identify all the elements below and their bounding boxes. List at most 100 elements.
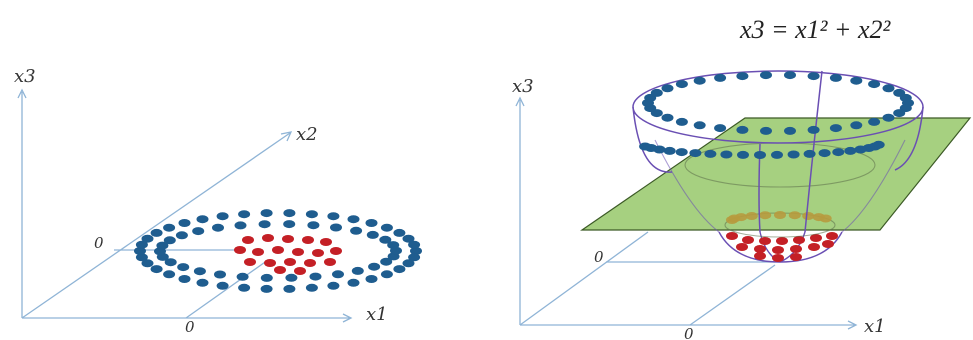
rim-point [850,121,863,130]
lifted-outer-point [854,145,867,154]
inner-point [244,258,256,266]
paraboloid-left-wall-upper [632,106,673,173]
rim-point [807,72,820,81]
rim-point [714,124,727,133]
right-x2-axis [519,231,649,326]
outer-point [141,234,154,243]
bottom-inner-point [793,236,805,244]
outer-point [216,281,229,290]
lifted-inner-point [819,214,832,223]
lifted-outer-point [663,146,676,155]
lifted-inner-point [759,211,772,220]
outer-point [216,212,229,221]
rim-point [882,113,895,122]
outer-point [234,221,247,230]
left-x1-label: x1 [366,304,388,325]
bottom-inner-point [754,245,766,253]
rim-point [693,76,706,85]
outer-point [366,230,379,239]
rim-point [760,71,772,80]
inner-point [292,248,304,256]
outer-point [135,253,148,262]
outer-point [238,210,251,219]
outer-point [260,273,273,282]
inner-point [282,235,294,243]
paraboloid-right-wall-lower [779,231,843,263]
left-guide-diagonal [185,259,269,319]
rim-point [760,126,772,135]
outer-point [135,240,148,249]
bottom-inner-point [826,232,838,240]
bottom-inner-point [759,237,771,245]
rim-point [807,125,820,134]
lifted-inner-point [745,212,758,220]
outer-point [327,281,340,290]
outer-point [214,270,226,279]
outer-point [178,219,191,227]
paraboloid-lifted-inner-points [726,211,832,224]
rim-point [661,113,674,122]
lifted-outer-point [639,142,652,151]
outer-point [307,221,320,230]
kernel-equation: x3 = x1² + x2² [739,15,892,44]
left-x2-axis [21,132,291,319]
outer-point [196,278,209,287]
left-x2-label: x2 [296,124,318,145]
lifted-outer-point [803,149,816,158]
outer-point [309,272,322,281]
rim-point [675,80,688,89]
outer-point [175,231,188,240]
inner-point [312,249,324,257]
left-x1-arrowhead [342,313,353,323]
inner-point [262,234,274,242]
bottom-inner-point [790,245,802,253]
outer-point [163,223,176,232]
right-x1-arrowhead [847,320,858,330]
rim-point [868,80,881,89]
outer-point [327,212,340,221]
lifted-outer-point [771,150,783,159]
inner-point [324,258,336,266]
left-inner-cluster-points [234,234,342,275]
inner-point [234,246,246,254]
outer-point [236,272,249,281]
lifted-outer-point [720,150,733,159]
inner-point [320,238,332,246]
outer-point [141,259,154,268]
rim-point [882,84,895,93]
inner-point [294,267,306,275]
rim-point [784,71,796,80]
lifted-inner-point [802,212,815,220]
right-x3-arrowhead [515,96,525,107]
outer-point [380,223,393,232]
outer-point [178,275,191,283]
inner-point [302,236,314,244]
outer-point [390,246,402,255]
outer-point [283,284,296,293]
outer-point [365,275,378,283]
right-panel: x3 = x1² + x2² x3 x1 0 0 [512,15,972,340]
outer-point [347,278,360,287]
outer-point [408,240,421,249]
right-guide-diagonal [689,264,776,326]
outer-point [285,273,298,282]
outer-point [164,258,177,267]
lifted-outer-point [787,150,800,159]
bottom-inner-point [754,252,766,260]
lifted-inner-point [788,211,801,220]
rim-point [661,84,674,93]
outer-point [305,283,318,292]
outer-point [150,265,163,274]
bottom-inner-point [772,254,784,262]
outer-point [196,215,209,224]
outer-point [350,226,363,235]
right-origin-label-a: 0 [594,248,604,266]
outer-point [379,235,392,244]
lifted-outer-point [832,148,845,157]
rim-point [829,124,842,133]
outer-point [365,219,378,227]
outer-point [163,270,176,279]
left-origin-label-b: 0 [185,318,195,336]
bottom-inner-point [808,243,820,251]
